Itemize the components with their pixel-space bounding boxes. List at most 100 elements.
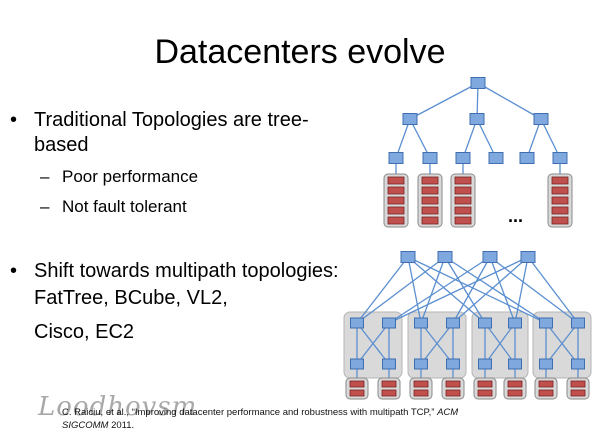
server bbox=[477, 380, 493, 388]
switch-node bbox=[571, 358, 585, 370]
switch-node bbox=[382, 358, 396, 370]
network-link bbox=[356, 256, 409, 324]
switch-node bbox=[350, 358, 364, 370]
switch-node bbox=[478, 317, 492, 329]
switch-node bbox=[488, 152, 504, 164]
server bbox=[349, 380, 365, 388]
switch-node bbox=[400, 251, 416, 263]
network-link bbox=[409, 118, 431, 159]
server bbox=[421, 176, 439, 185]
watermark: Loodhovsm bbox=[38, 392, 198, 422]
server bbox=[454, 186, 472, 195]
server bbox=[454, 216, 472, 225]
switch-node bbox=[508, 358, 522, 370]
network-link bbox=[407, 256, 422, 324]
switch-node bbox=[414, 358, 428, 370]
switch-node bbox=[414, 317, 428, 329]
switch-node bbox=[350, 317, 364, 329]
switch-node bbox=[446, 317, 460, 329]
switch-node bbox=[437, 251, 453, 263]
server bbox=[570, 389, 586, 397]
server bbox=[349, 389, 365, 397]
bullet-2-line-1: Shift towards multipath topologies: bbox=[34, 260, 339, 282]
server bbox=[387, 196, 405, 205]
switch-node bbox=[552, 152, 568, 164]
server bbox=[445, 389, 461, 397]
switch-node bbox=[446, 358, 460, 370]
switch-node bbox=[508, 317, 522, 329]
network-link bbox=[420, 256, 446, 324]
server bbox=[421, 186, 439, 195]
network-link bbox=[476, 118, 497, 159]
server bbox=[551, 176, 569, 185]
network-link bbox=[452, 256, 491, 324]
switch-node bbox=[520, 251, 536, 263]
server bbox=[507, 389, 523, 397]
switch-node bbox=[519, 152, 535, 164]
switch-node bbox=[478, 358, 492, 370]
switch-node bbox=[571, 317, 585, 329]
subitem-not-fault-tolerant: Not fault tolerant bbox=[62, 197, 187, 216]
network-link bbox=[407, 256, 486, 324]
server bbox=[551, 216, 569, 225]
network-link bbox=[540, 118, 561, 159]
server bbox=[387, 176, 405, 185]
network-link bbox=[477, 82, 542, 120]
network-link bbox=[452, 256, 529, 324]
server bbox=[387, 186, 405, 195]
switch-node bbox=[402, 113, 418, 125]
server bbox=[421, 216, 439, 225]
server bbox=[507, 380, 523, 388]
switch-node bbox=[482, 251, 498, 263]
slide-title: Datacenters evolve bbox=[154, 33, 446, 71]
server bbox=[387, 206, 405, 215]
sub-dash: – bbox=[40, 167, 50, 186]
network-link bbox=[526, 118, 542, 159]
citation-paper: “Improving datacenter performance and ro… bbox=[131, 407, 438, 418]
switch-node bbox=[470, 77, 486, 89]
server bbox=[538, 389, 554, 397]
bullet-2-line-2: FatTree, BCube, VL2, bbox=[34, 287, 228, 309]
switch-node bbox=[422, 152, 438, 164]
server bbox=[445, 380, 461, 388]
network-link bbox=[388, 256, 529, 324]
network-link bbox=[484, 322, 516, 365]
switch-node bbox=[469, 113, 485, 125]
subitem-poor-performance: Poor performance bbox=[62, 167, 199, 186]
server bbox=[454, 176, 472, 185]
bullet-marker: • bbox=[10, 260, 18, 282]
switch-node bbox=[382, 317, 396, 329]
server bbox=[538, 380, 554, 388]
citation-venue-2: SIGCOMM bbox=[62, 420, 109, 431]
network-link bbox=[388, 256, 491, 324]
citation-year: 2011. bbox=[108, 420, 135, 431]
citation-authors: C. Raiciu, et al., bbox=[62, 407, 132, 418]
server bbox=[413, 380, 429, 388]
switch-node bbox=[539, 317, 553, 329]
switch-node bbox=[539, 358, 553, 370]
switch-node bbox=[533, 113, 549, 125]
server bbox=[551, 196, 569, 205]
network-link bbox=[420, 322, 454, 365]
sub-dash: – bbox=[40, 197, 50, 216]
network-link bbox=[462, 118, 478, 159]
server bbox=[551, 206, 569, 215]
server bbox=[421, 196, 439, 205]
server bbox=[387, 216, 405, 225]
citation-venue: ACM bbox=[437, 407, 459, 418]
server bbox=[454, 196, 472, 205]
server bbox=[421, 206, 439, 215]
server bbox=[413, 389, 429, 397]
bullet-1-line-1: Traditional Topologies are tree- bbox=[34, 109, 309, 131]
server bbox=[381, 389, 397, 397]
citation: C. Raiciu, et al., “Improving datacenter… bbox=[62, 406, 458, 432]
bullet-marker: • bbox=[10, 109, 18, 131]
network-link bbox=[409, 82, 479, 120]
server bbox=[477, 389, 493, 397]
server bbox=[551, 186, 569, 195]
bullet-1-line-2: based bbox=[34, 134, 89, 156]
server bbox=[570, 380, 586, 388]
network-link bbox=[356, 322, 390, 365]
network-link bbox=[489, 256, 516, 324]
